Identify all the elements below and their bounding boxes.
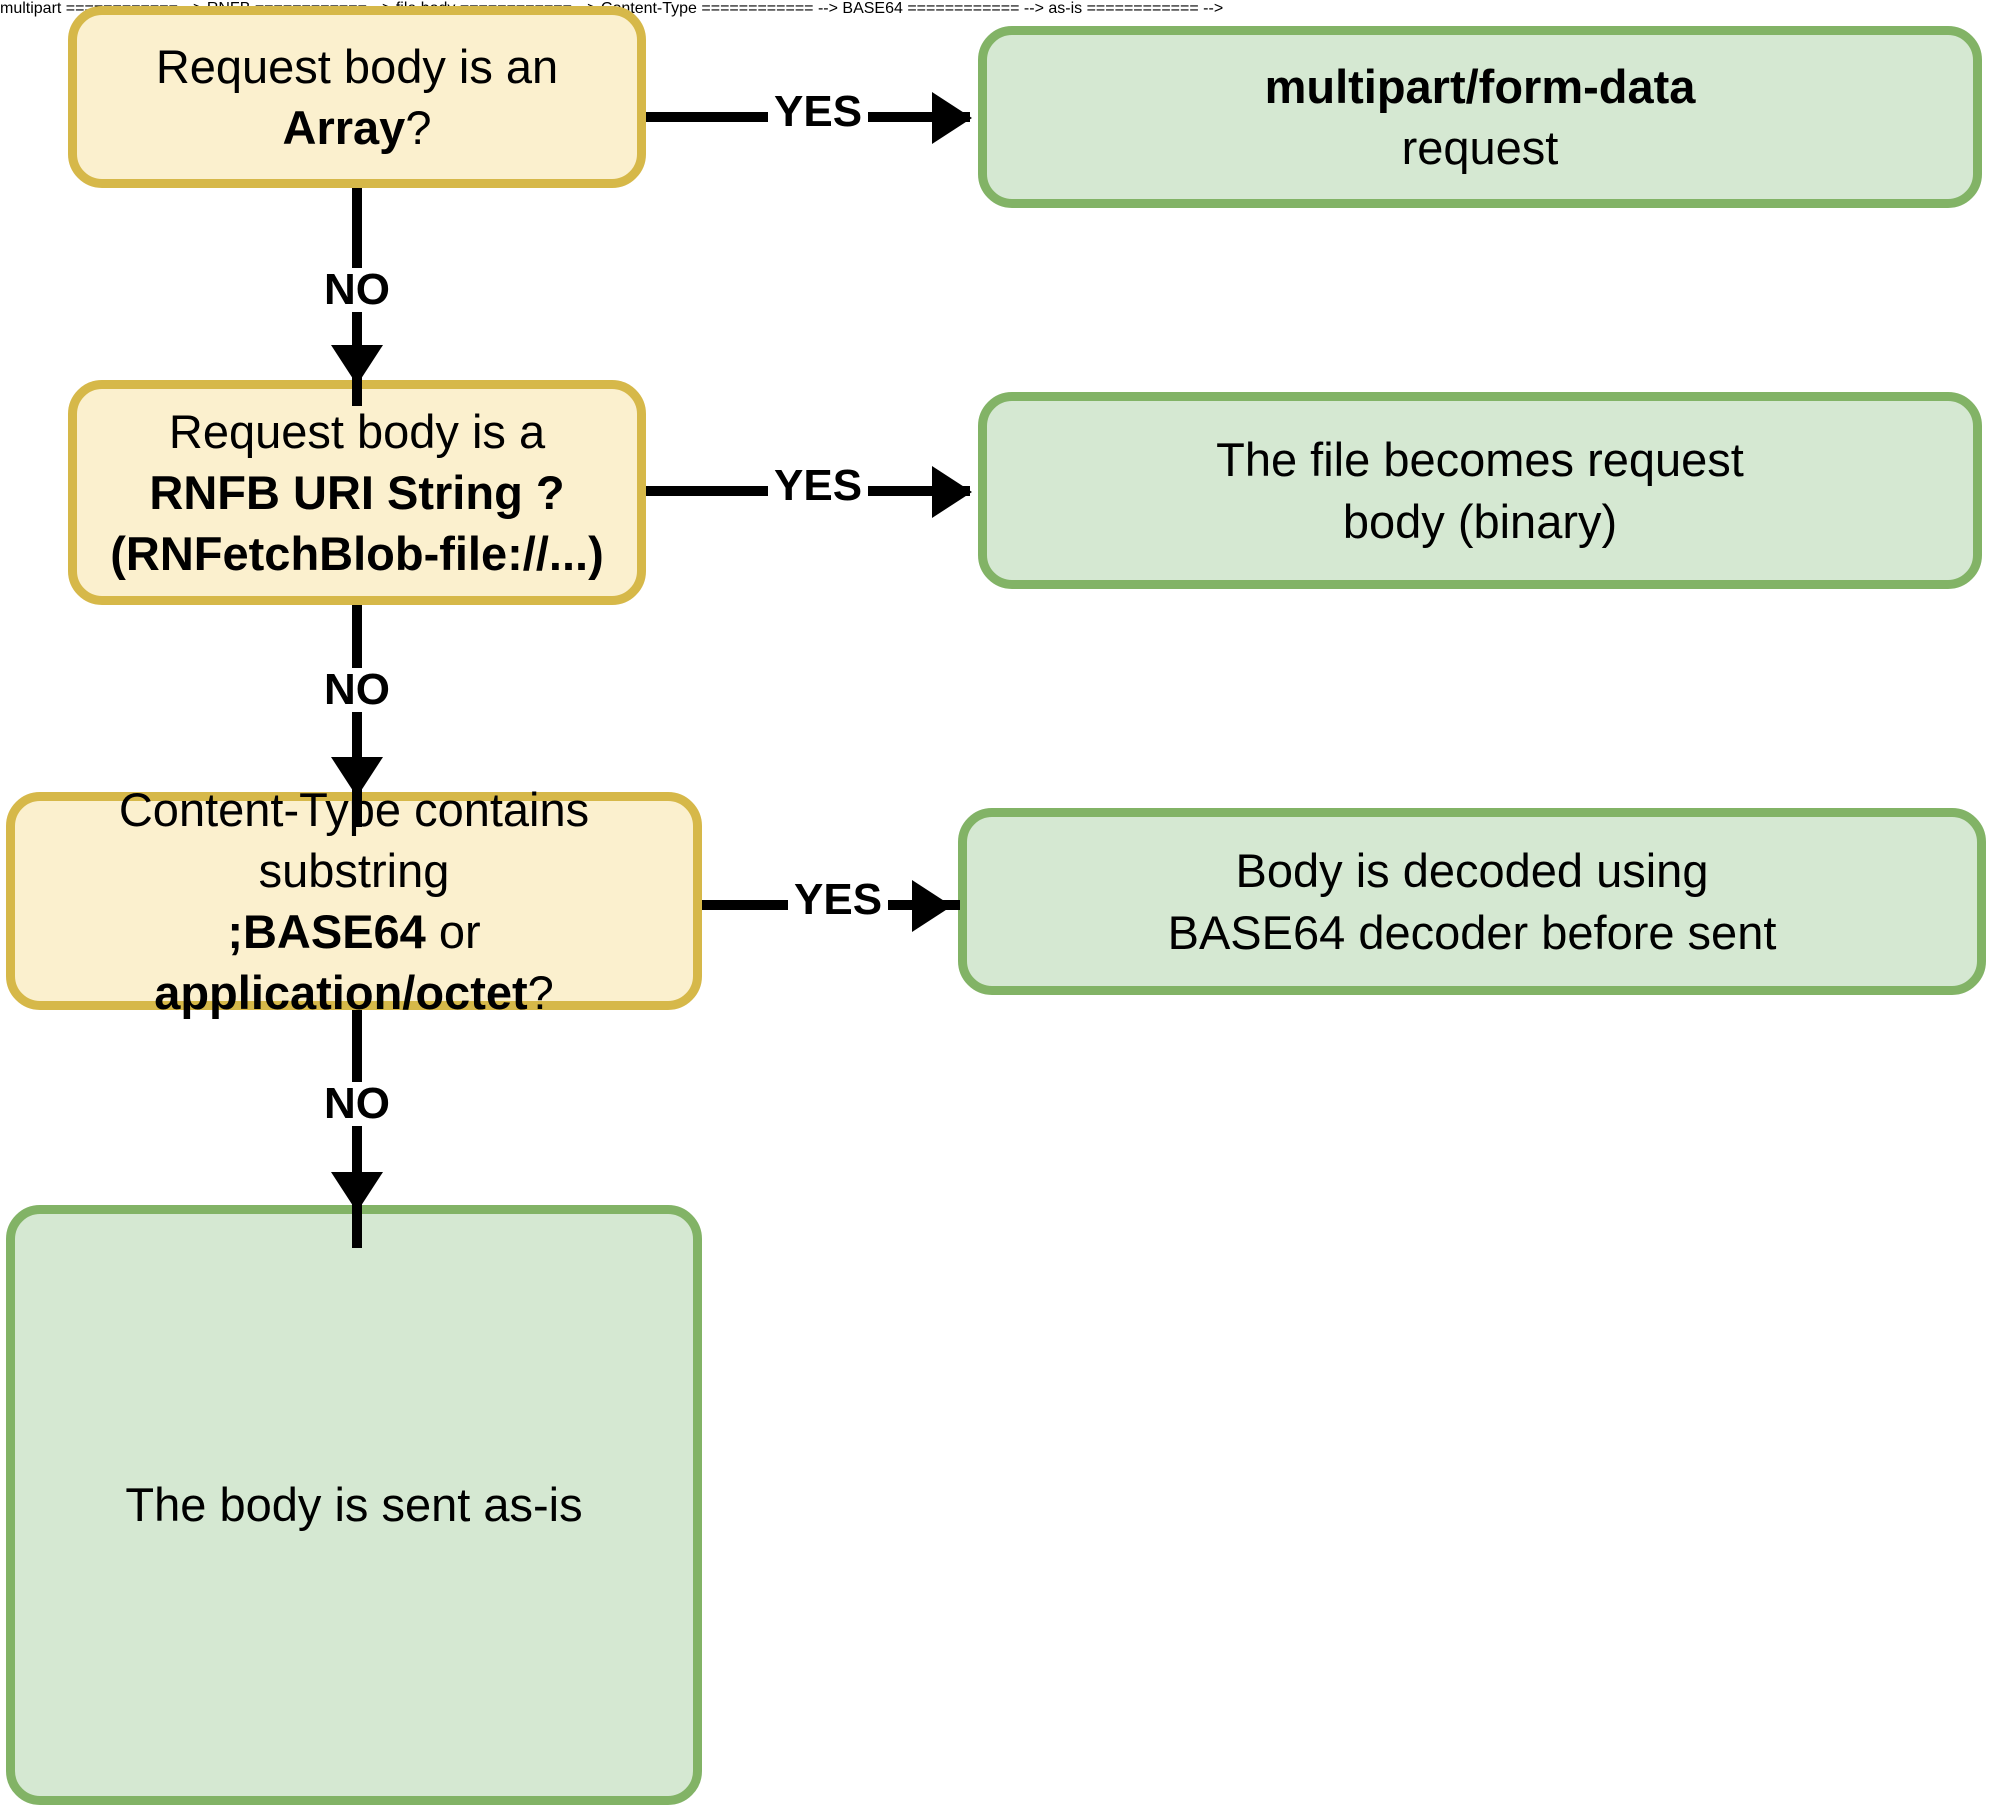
decision-node-array-check[interactable]: Request body is an Array? (68, 6, 646, 188)
array-check-text-suffix: ? (405, 101, 432, 154)
terminal-node-as-is-result-label: The body is sent as-is (109, 1474, 598, 1535)
edge-array-no-arrowhead-icon (331, 345, 383, 385)
edge-array-no-label: NO (318, 268, 396, 312)
base64-result-line-1: Body is decoded using (1235, 844, 1709, 898)
as-is-result-line-1: The body is sent as-is (125, 1478, 583, 1532)
file-body-result-line-1: The file becomes request (1216, 433, 1744, 487)
content-type-check-conjunction: or (425, 905, 481, 958)
terminal-node-multipart-result-label: multipart/form-data request (1249, 56, 1712, 178)
multipart-result-line-1: multipart/form-data (1264, 59, 1696, 113)
content-type-check-token-octet: application/octet (154, 966, 528, 1020)
multipart-result-line-2: request (1401, 121, 1559, 174)
rnfb-check-line-3: (RNFetchBlob-file://...) (110, 527, 604, 581)
decision-node-rnfb-check-label: Request body is a RNFB URI String ? (RNF… (94, 401, 619, 584)
edge-content-type-yes-arrowhead-icon (912, 880, 952, 932)
rnfb-check-line-2: RNFB URI String ? (149, 465, 565, 519)
edge-array-yes-label: YES (768, 90, 869, 134)
terminal-node-multipart-result[interactable]: multipart/form-data request (978, 26, 1982, 208)
edge-array-yes-arrowhead-icon (932, 92, 972, 144)
terminal-node-file-body-result[interactable]: The file becomes request body (binary) (978, 392, 1982, 589)
decision-node-array-check-label: Request body is an Array? (77, 36, 637, 158)
decision-node-rnfb-check[interactable]: Request body is a RNFB URI String ? (RNF… (68, 380, 646, 605)
file-body-result-line-2: body (binary) (1342, 494, 1618, 548)
edge-content-type-no-arrowhead-icon (331, 1172, 383, 1212)
array-check-text-prefix: Request body is an (155, 39, 559, 93)
edge-content-type-no-label: NO (318, 1082, 396, 1126)
content-type-check-token-base64: ;BASE64 (227, 905, 426, 958)
edge-rnfb-no-line (352, 605, 362, 827)
edge-rnfb-yes-label: YES (768, 464, 869, 508)
edge-rnfb-no-label: NO (318, 668, 396, 712)
edge-rnfb-yes-arrowhead-icon (932, 466, 972, 518)
array-check-text-keyword: Array (282, 101, 406, 154)
terminal-node-file-body-result-label: The file becomes request body (binary) (1200, 429, 1760, 551)
edge-content-type-yes-label: YES (788, 878, 889, 922)
terminal-node-base64-result[interactable]: Body is decoded using BASE64 decoder bef… (958, 808, 1986, 995)
edge-content-type-no-line (352, 1010, 362, 1248)
terminal-node-base64-result-label: Body is decoded using BASE64 decoder bef… (1152, 840, 1793, 962)
rnfb-check-line-1: Request body is a (168, 404, 546, 458)
terminal-node-as-is-result[interactable]: The body is sent as-is (6, 1205, 702, 1805)
content-type-check-question-mark: ? (527, 966, 554, 1020)
edge-rnfb-no-arrowhead-icon (331, 757, 383, 797)
base64-result-line-2: BASE64 decoder before sent (1167, 905, 1777, 959)
